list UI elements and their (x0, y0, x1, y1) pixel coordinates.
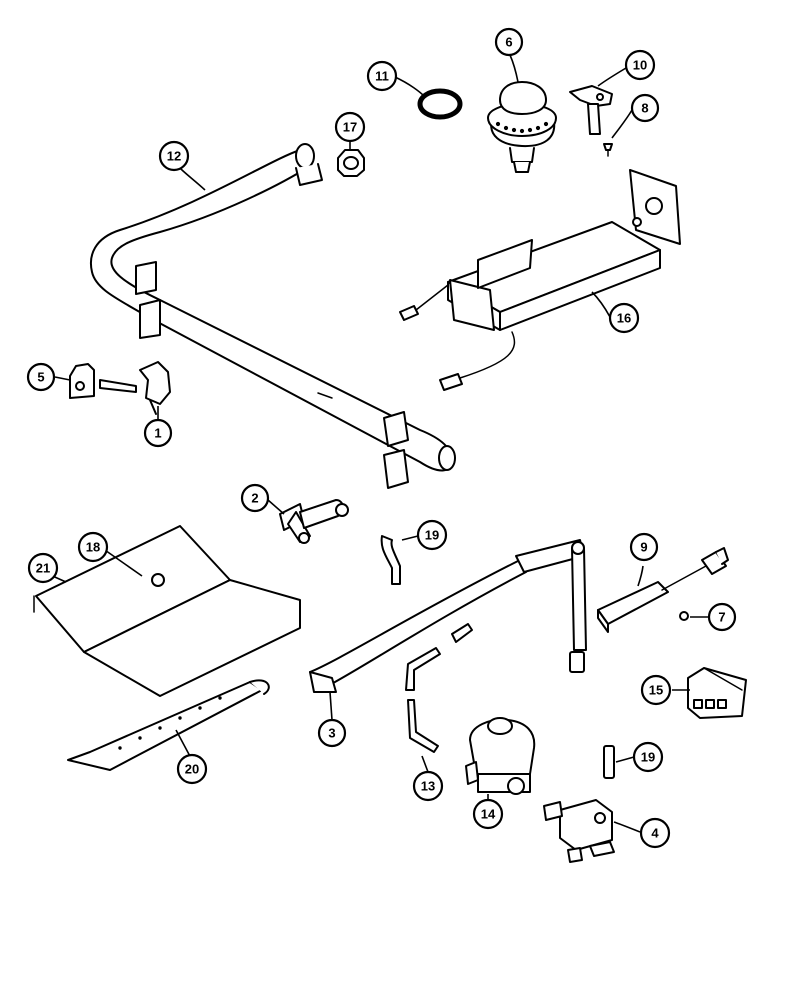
callout-9: 9 (629, 532, 659, 562)
svg-text:2: 2 (251, 491, 258, 506)
callout-15: 15 (640, 674, 672, 706)
hose (380, 535, 401, 585)
svg-text:11: 11 (375, 69, 389, 84)
pressure-regulator (465, 717, 536, 795)
svg-text:3: 3 (328, 726, 335, 741)
callout-8: 8 (630, 93, 660, 123)
svg-text:1: 1 (154, 426, 161, 441)
svg-text:15: 15 (649, 683, 663, 698)
callout-17: 17 (334, 111, 366, 143)
callout-19-upper: 19 (416, 519, 448, 551)
svg-text:19: 19 (425, 528, 439, 543)
svg-text:10: 10 (633, 58, 647, 73)
callout-6: 6 (494, 27, 524, 57)
svg-text:8: 8 (641, 101, 648, 116)
fitting-nut (337, 149, 365, 177)
callout-1: 1 (143, 418, 173, 448)
oven-burner (67, 679, 270, 771)
callout-13: 13 (412, 770, 444, 802)
callout-12: 12 (158, 140, 190, 172)
hose (603, 745, 615, 779)
spark-electrode-clip (99, 361, 171, 415)
svg-text:19: 19 (641, 750, 655, 765)
svg-text:17: 17 (343, 120, 357, 135)
oven-burner-assembly (399, 169, 681, 391)
callout-10: 10 (624, 49, 656, 81)
valve-bracket (69, 363, 95, 399)
callout-19-lower: 19 (632, 741, 664, 773)
gas-valve (543, 799, 615, 863)
svg-text:9: 9 (640, 540, 647, 555)
svg-text:5: 5 (37, 370, 44, 385)
callout-2: 2 (240, 483, 270, 513)
svg-text:7: 7 (718, 610, 725, 625)
callout-3: 3 (317, 718, 347, 748)
igniter-electrode (569, 85, 613, 135)
svg-text:18: 18 (86, 540, 100, 555)
callout-21: 21 (27, 552, 59, 584)
orifice-holder (279, 499, 349, 544)
igniter-module (597, 547, 729, 633)
svg-text:16: 16 (617, 311, 631, 326)
screw (603, 143, 613, 157)
svg-text:4: 4 (651, 826, 659, 841)
svg-text:20: 20 (185, 762, 199, 777)
svg-text:13: 13 (421, 779, 435, 794)
callout-18: 18 (77, 531, 109, 563)
svg-text:6: 6 (505, 35, 512, 50)
callout-11: 11 (366, 60, 398, 92)
leader-lines (47, 54, 708, 833)
svg-text:21: 21 (36, 561, 50, 576)
callout-16: 16 (608, 302, 640, 334)
callout-20: 20 (176, 753, 208, 785)
svg-text:14: 14 (481, 807, 496, 822)
callout-4: 4 (639, 817, 671, 849)
manifold-pipe (90, 143, 456, 489)
callout-7: 7 (707, 602, 737, 632)
tube (405, 623, 473, 753)
callout-14: 14 (472, 798, 504, 830)
burner-support-bracket (309, 539, 587, 693)
screw (679, 611, 689, 621)
callout-5: 5 (26, 362, 56, 392)
heat-shield (33, 525, 301, 697)
burner (487, 81, 557, 173)
svg-text:12: 12 (167, 149, 181, 164)
spark-module (687, 667, 747, 719)
o-ring (417, 88, 463, 120)
